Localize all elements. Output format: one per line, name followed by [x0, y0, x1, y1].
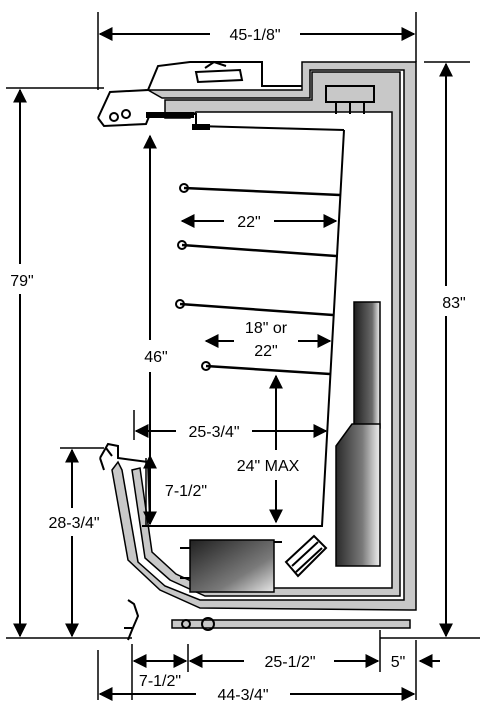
dimension-labels: 45-1/8" 79" 83" 22" 18" or 22" 46" 25-3/…	[10, 27, 465, 704]
shelf-end	[201, 361, 211, 371]
label-height-right: 83"	[442, 295, 465, 312]
label-base-depth: 25-3/4"	[188, 424, 239, 441]
kickplate	[124, 599, 140, 641]
label-shelf-depth-2: 22"	[254, 343, 277, 360]
label-bottom-step: 7-1/2"	[139, 673, 181, 690]
air-grille-top	[146, 112, 194, 118]
label-shelf-width: 22"	[237, 214, 260, 231]
leveler-foot	[201, 617, 215, 631]
light-fixture-circle	[121, 109, 131, 119]
label-front-height: 28-3/4"	[48, 515, 99, 532]
shelf-end	[179, 183, 189, 193]
shelf-end	[175, 299, 185, 309]
label-display-height: 46"	[144, 349, 167, 366]
outer-wall	[111, 61, 417, 611]
leveler-foot	[181, 619, 191, 629]
evaporator-coil	[353, 301, 381, 429]
shelf	[181, 243, 337, 258]
label-bottom-mid: 25-1/2"	[264, 654, 315, 671]
cabinet-body	[97, 60, 417, 641]
canopy	[97, 61, 302, 119]
front-riser	[99, 442, 151, 525]
label-front-step: 7-1/2"	[165, 483, 207, 500]
label-shelf-depth-1: 18" or	[245, 320, 288, 337]
condenser-fan	[284, 534, 328, 578]
light-fixture-circle	[109, 112, 119, 122]
extension-lines	[6, 12, 480, 700]
label-bottom-right: 5"	[391, 654, 406, 671]
rear-display-panel	[142, 129, 345, 527]
shelf	[179, 302, 334, 317]
shelf	[183, 186, 341, 197]
label-height-left: 79"	[10, 273, 33, 290]
shelf	[205, 364, 331, 376]
label-overall-depth-bottom: 44-3/4"	[217, 687, 268, 704]
compressor	[189, 539, 275, 593]
fan-icon	[194, 60, 244, 84]
control-box-legs	[335, 102, 365, 114]
dimension-lines	[13, 27, 453, 701]
canopy-lower	[97, 113, 345, 131]
label-overall-depth-top: 45-1/8"	[229, 27, 280, 44]
shelves	[175, 183, 341, 376]
base-rail	[171, 619, 411, 629]
label-shelf-clearance: 24" MAX	[237, 458, 300, 475]
lower-coil	[335, 423, 381, 567]
shelf-end	[177, 240, 187, 250]
compressor-fittings	[180, 541, 282, 579]
air-grille-upper	[192, 124, 210, 130]
